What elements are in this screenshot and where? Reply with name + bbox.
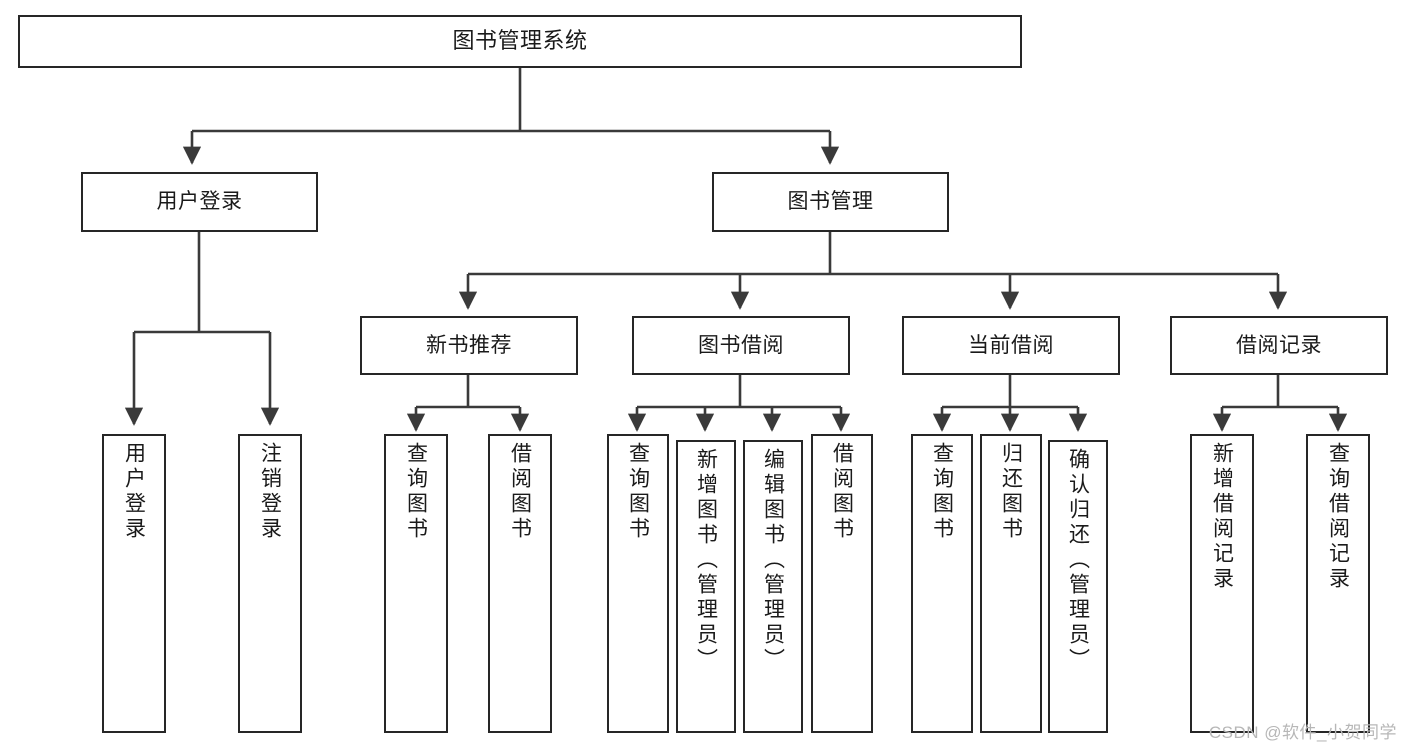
leaf-query-book-recommend[interactable]: 查询图书 [384, 434, 448, 733]
node-label: 借阅图书 [830, 442, 854, 542]
node-current-borrow[interactable]: 当前借阅 [902, 316, 1120, 375]
leaf-query-book-borrow[interactable]: 查询图书 [607, 434, 669, 733]
leaf-logout[interactable]: 注销登录 [238, 434, 302, 733]
leaf-add-book-admin[interactable]: 新增图书（管理员） [676, 440, 736, 733]
node-label: 图书管理 [787, 190, 874, 214]
node-label: 注销登录 [258, 442, 282, 542]
node-label: 确认归还（管理员） [1066, 448, 1090, 673]
leaf-query-book-current[interactable]: 查询图书 [911, 434, 973, 733]
node-label: 查询图书 [404, 442, 428, 542]
node-borrow-record[interactable]: 借阅记录 [1170, 316, 1388, 375]
node-label: 用户登录 [122, 442, 146, 542]
leaf-user-login[interactable]: 用户登录 [102, 434, 166, 733]
leaf-confirm-return-admin[interactable]: 确认归还（管理员） [1048, 440, 1108, 733]
node-label: 当前借阅 [968, 333, 1054, 357]
leaf-borrow-book-recommend[interactable]: 借阅图书 [488, 434, 552, 733]
node-label: 用户登录 [156, 190, 243, 214]
node-label: 查询图书 [930, 442, 954, 542]
node-label: 新书推荐 [426, 333, 512, 357]
node-label: 编辑图书（管理员） [761, 448, 785, 673]
leaf-add-borrow-record[interactable]: 新增借阅记录 [1190, 434, 1254, 733]
node-new-book-recommend[interactable]: 新书推荐 [360, 316, 578, 375]
node-root-system[interactable]: 图书管理系统 [18, 15, 1022, 68]
leaf-borrow-book[interactable]: 借阅图书 [811, 434, 873, 733]
node-label: 图书管理系统 [452, 28, 588, 54]
watermark-text: CSDN @软件_小贺同学 [1208, 723, 1397, 742]
leaf-return-book[interactable]: 归还图书 [980, 434, 1042, 733]
node-label: 借阅记录 [1236, 333, 1322, 357]
node-label: 图书借阅 [698, 333, 784, 357]
node-label: 查询图书 [626, 442, 650, 542]
node-label: 新增借阅记录 [1210, 442, 1234, 592]
node-label: 归还图书 [999, 442, 1023, 542]
leaf-edit-book-admin[interactable]: 编辑图书（管理员） [743, 440, 803, 733]
node-book-management[interactable]: 图书管理 [712, 172, 949, 232]
node-book-borrow[interactable]: 图书借阅 [632, 316, 850, 375]
node-user-login[interactable]: 用户登录 [81, 172, 318, 232]
leaf-query-borrow-record[interactable]: 查询借阅记录 [1306, 434, 1370, 733]
node-label: 新增图书（管理员） [694, 448, 718, 673]
node-label: 查询借阅记录 [1326, 442, 1350, 592]
node-label: 借阅图书 [508, 442, 532, 542]
